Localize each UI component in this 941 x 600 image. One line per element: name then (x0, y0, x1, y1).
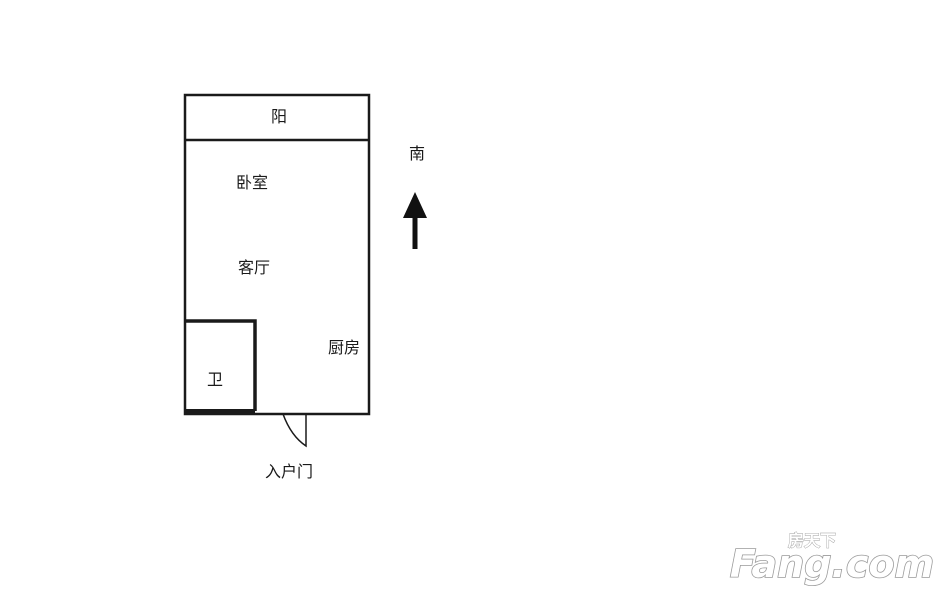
bathroom-wall (185, 319, 257, 411)
living-room-label: 客厅 (238, 258, 270, 277)
bathroom-label: 卫 (207, 370, 223, 389)
kitchen-label: 厨房 (328, 338, 360, 357)
watermark-cn: 房天下 (788, 531, 836, 550)
bedroom-label: 卧室 (236, 173, 268, 192)
entrance-door (282, 413, 307, 448)
north-arrow-icon (403, 192, 427, 249)
balcony-label: 阳 (271, 107, 287, 126)
fang-logo: 房天下 Fang.com (729, 531, 935, 587)
compass-label: 南 (409, 144, 425, 163)
outer-wall (183, 93, 371, 416)
entrance-label: 入户门 (265, 462, 313, 481)
watermark-en: Fang.com (730, 542, 934, 586)
